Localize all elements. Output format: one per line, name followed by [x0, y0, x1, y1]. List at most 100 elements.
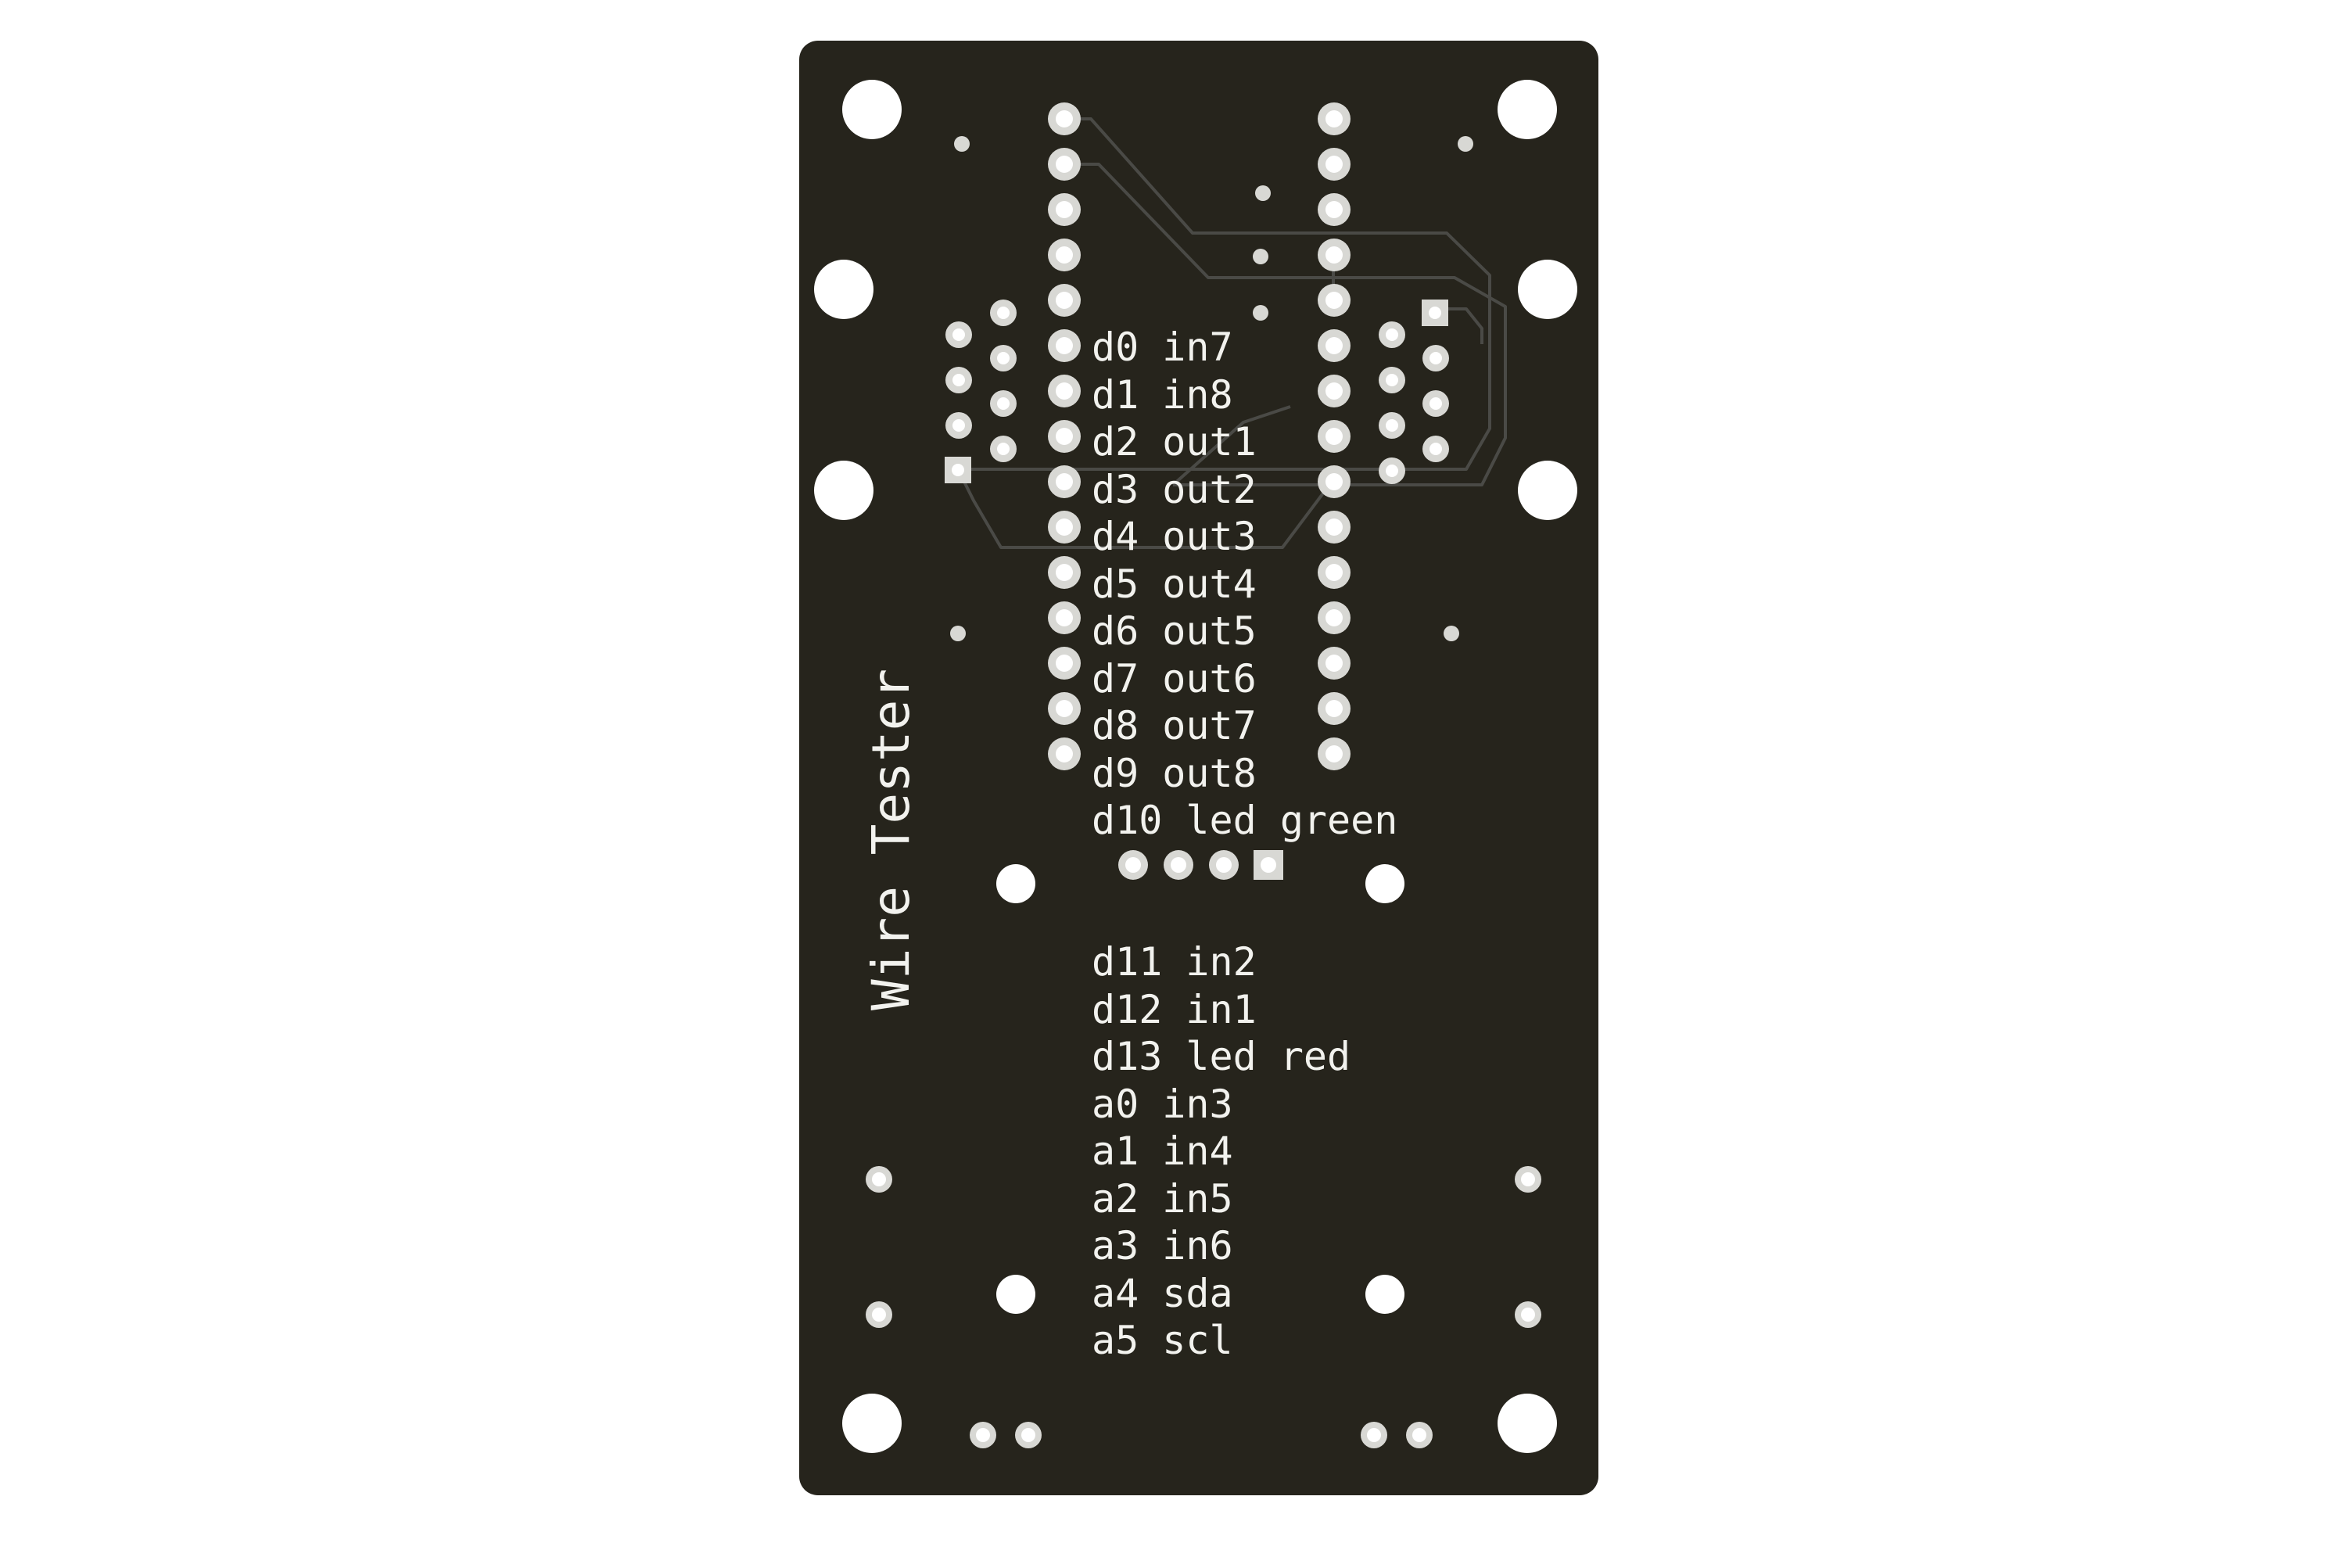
via	[1255, 185, 1271, 201]
trace	[1171, 405, 1291, 486]
pad	[1048, 375, 1081, 407]
connector-right	[1379, 300, 1449, 484]
pad	[866, 1166, 892, 1193]
pin-label: d12 in1	[1092, 987, 1257, 1032]
pad	[1318, 692, 1351, 725]
mounting-hole	[1498, 80, 1557, 139]
bottom-pads	[970, 1422, 1433, 1448]
pin-label: d0 in7	[1092, 325, 1233, 370]
mounting-hole	[1365, 1275, 1404, 1314]
pin-label: d2 out1	[1092, 419, 1257, 465]
mounting-hole	[814, 260, 873, 319]
pad	[1318, 601, 1351, 634]
pad	[1048, 420, 1081, 453]
pad	[1318, 284, 1351, 317]
header-right	[1318, 102, 1351, 770]
trace	[956, 468, 1331, 549]
pad	[1048, 601, 1081, 634]
pad-square	[1422, 300, 1448, 326]
pad	[1048, 148, 1081, 181]
via	[1253, 305, 1268, 321]
pad	[990, 300, 1017, 326]
pad	[1048, 239, 1081, 271]
pad	[1318, 556, 1351, 589]
side-pads	[866, 1166, 1541, 1328]
pin-label: a0 in3	[1092, 1082, 1233, 1127]
pin-label: a4 sda	[1092, 1271, 1233, 1316]
pad	[1422, 390, 1449, 417]
header-horizontal	[1118, 850, 1283, 880]
pad	[1048, 647, 1081, 680]
pin-label: d8 out7	[1092, 703, 1257, 748]
pin-label: a1 in4	[1092, 1128, 1233, 1174]
pad-square	[945, 457, 971, 483]
pin-label: d3 out2	[1092, 467, 1257, 512]
pin-label: a3 in6	[1092, 1223, 1233, 1268]
pad	[990, 390, 1017, 417]
pad	[1379, 321, 1405, 348]
mounting-hole	[1365, 864, 1404, 903]
pad	[1048, 102, 1081, 135]
trace	[958, 117, 1491, 471]
pad	[990, 345, 1017, 371]
pad	[1406, 1422, 1433, 1448]
via	[950, 626, 966, 641]
pad	[945, 367, 972, 393]
pad	[1048, 329, 1081, 362]
pad	[1318, 148, 1351, 181]
pad	[1515, 1166, 1541, 1193]
pad	[1318, 329, 1351, 362]
pad	[1318, 737, 1351, 770]
pad	[945, 412, 972, 439]
pad	[866, 1301, 892, 1328]
pad	[990, 436, 1017, 462]
pad	[1048, 284, 1081, 317]
mounting-hole	[842, 1394, 902, 1453]
pad	[1015, 1422, 1042, 1448]
pad	[1318, 420, 1351, 453]
pin-label: d9 out8	[1092, 751, 1257, 796]
copper-traces	[956, 117, 1507, 549]
pad	[1379, 367, 1405, 393]
via	[1444, 626, 1459, 641]
header-left	[1048, 102, 1081, 770]
pin-label: a5 scl	[1092, 1318, 1233, 1363]
pad	[1048, 737, 1081, 770]
mounting-hole	[1518, 260, 1577, 319]
pad	[1164, 850, 1193, 880]
pin-label: d4 out3	[1092, 514, 1257, 559]
pin-label: a2 in5	[1092, 1176, 1233, 1222]
pad	[1048, 556, 1081, 589]
pad	[1318, 511, 1351, 544]
pad	[945, 321, 972, 348]
connector-left	[945, 300, 1017, 483]
pin-labels-lower: d11 in2 d12 in1 d13 led red a0 in3 a1 in…	[1092, 939, 1351, 1363]
pad-square	[1254, 850, 1283, 880]
pad	[1048, 193, 1081, 226]
pad	[1048, 465, 1081, 498]
pad	[1318, 193, 1351, 226]
trace	[1064, 163, 1507, 486]
mounting-hole	[1498, 1394, 1557, 1453]
pin-labels-upper: d0 in7 d1 in8 d2 out1 d3 out2 d4 out3 d5…	[1092, 325, 1397, 843]
pad	[1515, 1301, 1541, 1328]
board-title: Wire Tester	[861, 669, 921, 1010]
pad	[1209, 850, 1239, 880]
pin-label: d11 in2	[1092, 939, 1257, 985]
pad	[1118, 850, 1148, 880]
pad	[1048, 511, 1081, 544]
pad	[1318, 375, 1351, 407]
pad	[1379, 457, 1405, 484]
mounting-hole	[842, 80, 902, 139]
pad	[1318, 465, 1351, 498]
pad	[1048, 692, 1081, 725]
pad	[1318, 239, 1351, 271]
mounting-hole	[996, 1275, 1035, 1314]
pad	[970, 1422, 996, 1448]
pin-label: d7 out6	[1092, 656, 1257, 701]
mounting-holes	[814, 80, 1577, 1453]
via	[1458, 136, 1473, 152]
pin-label: d1 in8	[1092, 372, 1233, 418]
